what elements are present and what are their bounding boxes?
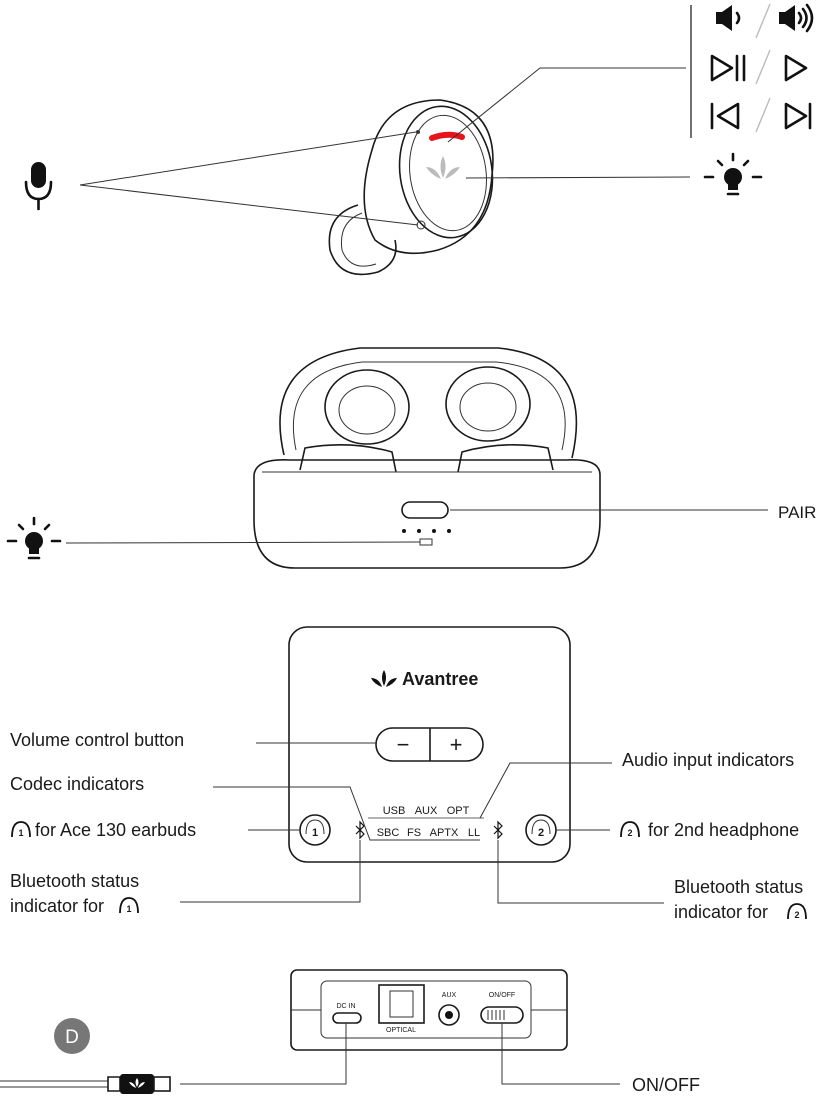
dc-in-label: DC IN [336, 1003, 355, 1010]
svg-text:2: 2 [538, 827, 544, 839]
svg-text:D: D [65, 1027, 79, 1048]
slash-divider [755, 49, 771, 85]
svg-text:1: 1 [312, 827, 318, 839]
aux-port[interactable] [438, 1004, 460, 1026]
svg-text:2: 2 [794, 910, 799, 920]
on-off-callout: ON/OFF [632, 1075, 700, 1095]
next-track-icon [784, 102, 812, 130]
slash-divider [755, 97, 771, 133]
headphone-1-button[interactable]: 1 [299, 814, 331, 846]
leaf-logo-icon [426, 156, 460, 179]
bt-status-2-callout-line1: Bluetooth status [674, 877, 803, 897]
bt-status-2-callout-line2: indicator for [674, 902, 768, 922]
previous-track-icon [710, 102, 740, 130]
codec-fs: FS [407, 827, 421, 839]
charging-case-illustration [253, 347, 601, 569]
earbuds-callout: for Ace 130 earbuds [35, 820, 196, 840]
optical-label: OPTICAL [386, 1027, 416, 1034]
codec-ll: LL [468, 827, 480, 839]
play-icon [784, 54, 808, 82]
second-headphone-callout: for 2nd headphone [648, 820, 799, 840]
usb-cable-illustration [0, 1074, 171, 1094]
dc-in-port[interactable] [332, 1012, 362, 1024]
light-bulb-icon [703, 152, 763, 196]
rear-callout-lines [180, 1023, 620, 1085]
earbud-control-icons [690, 3, 814, 138]
optical-port[interactable] [378, 984, 425, 1024]
slash-divider [755, 3, 771, 39]
svg-text:1: 1 [126, 904, 131, 914]
earbud-callout-lines [79, 67, 691, 226]
on-off-label: ON/OFF [489, 992, 515, 999]
audio-input-callout: Audio input indicators [622, 750, 794, 770]
input-usb: USB [383, 805, 406, 817]
brand-logo: Avantree [371, 669, 478, 689]
play-pause-icon [710, 54, 746, 82]
touch-sensor-accent [429, 131, 465, 141]
bluetooth-2-icon [493, 820, 503, 840]
headphone-icon: 2 [620, 821, 640, 838]
light-bulb-icon [6, 516, 62, 560]
bt-status-1-callout-line1: Bluetooth status [10, 871, 139, 891]
earbud-illustration [328, 99, 494, 276]
power-switch[interactable] [480, 1006, 524, 1024]
bt-status-1-callout-line2: indicator for [10, 896, 104, 916]
headphone-icon: 1 [11, 821, 31, 838]
brand-name: Avantree [402, 669, 478, 689]
aux-label: AUX [442, 992, 457, 999]
codec-callout: Codec indicators [10, 774, 144, 794]
volume-minus-button[interactable]: − [397, 732, 410, 757]
headphone-icon: 1 [119, 897, 139, 914]
svg-text:2: 2 [627, 828, 632, 838]
input-aux: AUX [415, 805, 438, 817]
speaker-low-icon [716, 5, 741, 31]
transmitter-callout-lines [180, 742, 664, 904]
headphone-2-button[interactable]: 2 [525, 814, 557, 846]
bluetooth-1-icon [355, 820, 365, 840]
headphone-icon: 2 [787, 903, 807, 920]
speaker-high-icon [779, 3, 814, 33]
step-badge: D [54, 1018, 90, 1054]
transmitter-rear-panel: DC IN OPTICAL AUX ON/OFF [290, 969, 568, 1051]
pair-label: PAIR [778, 503, 816, 522]
volume-plus-button[interactable]: + [450, 732, 463, 757]
codec-aptx: APTX [430, 827, 459, 839]
codec-sbc: SBC [377, 827, 400, 839]
input-opt: OPT [447, 805, 470, 817]
volume-callout: Volume control button [10, 730, 184, 750]
case-light-callout-line [65, 541, 421, 544]
transmitter-front: Avantree − + USB AUX OPT SBC FS APTX LL … [288, 626, 571, 863]
microphone-icon [24, 162, 53, 211]
svg-text:1: 1 [18, 828, 23, 838]
